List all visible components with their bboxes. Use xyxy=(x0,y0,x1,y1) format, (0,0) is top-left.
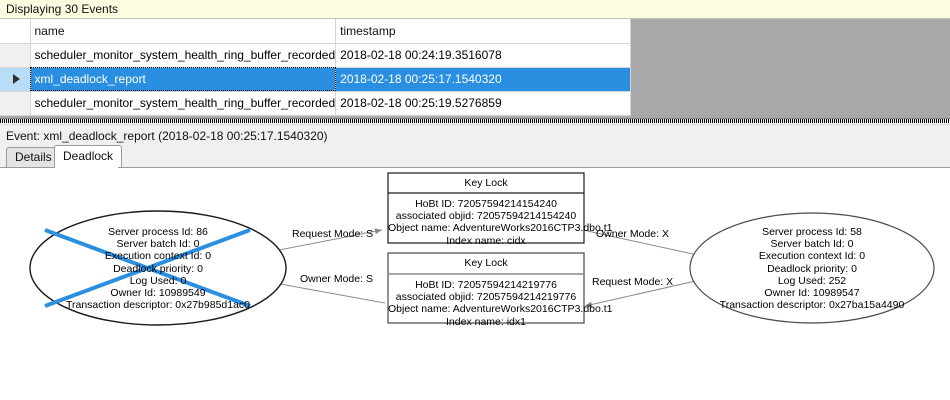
deadlock-graph-canvas[interactable]: Server process Id: 86 Server batch Id: 0… xyxy=(0,168,950,400)
surviving-line: Log Used: 252 xyxy=(777,274,847,287)
key-lock-bottom-details: HoBt ID: 72057594214219776 associated ob… xyxy=(388,279,613,328)
key-lock-bottom-line: HoBt ID: 72057594214219776 xyxy=(415,279,557,291)
key-lock-top-details: HoBt ID: 72057594214154240 associated ob… xyxy=(388,198,613,247)
key-lock-top-line: HoBt ID: 72057594214154240 xyxy=(415,198,557,210)
edge-label-request-x: Request Mode: X xyxy=(592,276,674,288)
victim-line: Server batch Id: 0 xyxy=(116,238,200,251)
victim-line: Owner Id: 10989549 xyxy=(110,287,206,300)
status-banner: Displaying 30 Events xyxy=(0,0,950,19)
victim-cross-icon xyxy=(44,228,251,308)
surviving-line: Transaction descriptor: 0x27ba15a4490 xyxy=(719,299,905,312)
edge-owner-x xyxy=(582,229,703,258)
table-row[interactable]: scheduler_monitor_system_health_ring_buf… xyxy=(0,91,632,116)
victim-line: Transaction descriptor: 0x27b985d1ac0 xyxy=(65,299,251,312)
victim-line: Deadlock priority: 0 xyxy=(113,262,203,275)
victim-process-details: Server process Id: 86 Server batch Id: 0… xyxy=(30,226,286,311)
cell-name[interactable]: xml_deadlock_report xyxy=(30,67,337,92)
row-selector-cell[interactable] xyxy=(0,91,31,116)
surviving-line: Deadlock priority: 0 xyxy=(767,262,857,275)
table-row[interactable]: scheduler_monitor_system_health_ring_buf… xyxy=(0,43,632,68)
table-header-row: name timestamp xyxy=(0,19,632,44)
victim-line: Server process Id: 86 xyxy=(108,226,208,238)
surviving-line: Server batch Id: 0 xyxy=(770,238,854,251)
key-lock-top-box xyxy=(387,172,585,244)
key-lock-top-line: Index name: cidx xyxy=(446,234,526,247)
key-lock-bottom-box xyxy=(387,252,585,324)
key-lock-bottom-line: Index name: idx1 xyxy=(446,315,526,328)
column-header-name[interactable]: name xyxy=(30,19,337,44)
tabstrip-baseline xyxy=(0,167,950,168)
key-lock-top-title: Key Lock xyxy=(464,177,508,189)
edge-label-request-s: Request Mode: S xyxy=(292,228,374,240)
pane-splitter[interactable] xyxy=(0,119,950,125)
cell-timestamp[interactable]: 2018-02-18 00:25:17.1540320 xyxy=(335,67,632,92)
key-lock-bottom-line: Object name: AdventureWorks2016CTP3.dbo.… xyxy=(388,303,613,316)
surviving-line: Execution context Id: 0 xyxy=(758,250,866,263)
status-banner-text: Displaying 30 Events xyxy=(6,2,119,16)
edge-label-owner-x: Owner Mode: X xyxy=(596,228,669,240)
surviving-process-details: Server process Id: 58 Server batch Id: 0… xyxy=(690,226,934,311)
detail-tabstrip: Details Deadlock xyxy=(0,145,950,167)
key-lock-top-line: Object name: AdventureWorks2016CTP3.dbo.… xyxy=(388,222,613,235)
cell-name[interactable]: scheduler_monitor_system_health_ring_buf… xyxy=(30,91,337,116)
table-row-selected[interactable]: xml_deadlock_report 2018-02-18 00:25:17.… xyxy=(0,67,632,92)
surviving-line: Owner Id: 10989547 xyxy=(764,287,860,300)
edge-label-owner-s: Owner Mode: S xyxy=(300,273,373,285)
column-header-timestamp[interactable]: timestamp xyxy=(335,19,632,44)
cell-name[interactable]: scheduler_monitor_system_health_ring_buf… xyxy=(30,43,337,68)
edge-request-x xyxy=(584,279,701,308)
row-selector-triangle-icon xyxy=(13,74,20,84)
tab-details[interactable]: Details xyxy=(6,147,61,167)
column-header-selector xyxy=(0,19,31,44)
cell-timestamp[interactable]: 2018-02-18 00:24:19.3516078 xyxy=(335,43,632,68)
victim-line: Log Used: 0 xyxy=(129,274,187,287)
deadlock-graph-svg xyxy=(29,172,935,326)
events-table: name timestamp scheduler_monitor_system_… xyxy=(0,19,632,116)
row-selector-cell[interactable] xyxy=(0,67,31,92)
row-selector-cell[interactable] xyxy=(0,43,31,68)
cell-timestamp[interactable]: 2018-02-18 00:25:19.5276859 xyxy=(335,91,632,116)
surviving-line: Server process Id: 58 xyxy=(762,226,862,238)
key-lock-top-line: associated objid: 72057594214154240 xyxy=(395,210,577,223)
surviving-process-ellipse xyxy=(689,212,935,324)
events-grid[interactable]: name timestamp scheduler_monitor_system_… xyxy=(0,19,950,119)
key-lock-bottom-title: Key Lock xyxy=(464,257,508,269)
victim-line: Execution context Id: 0 xyxy=(104,250,212,263)
key-lock-bottom-line: associated objid: 72057594214219776 xyxy=(395,291,577,304)
event-detail-header: Event: xml_deadlock_report (2018-02-18 0… xyxy=(0,125,950,146)
tab-deadlock[interactable]: Deadlock xyxy=(54,145,123,167)
